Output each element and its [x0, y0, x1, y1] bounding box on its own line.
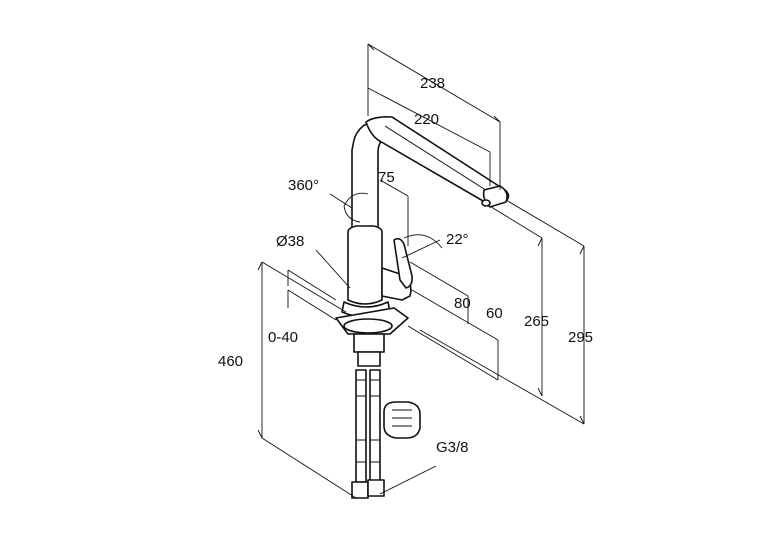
spray-nozzle	[481, 199, 491, 207]
mounting-washer	[343, 318, 393, 334]
label-460: 460	[218, 353, 243, 370]
label-265: 265	[524, 313, 549, 330]
dimension-lines	[257, 43, 585, 499]
spout-arm-inner-line	[384, 125, 493, 195]
label-diameter-38: Ø38	[276, 233, 304, 250]
check-valve-body	[383, 401, 421, 439]
hose-fitting-right	[367, 479, 385, 497]
label-75: 75	[378, 169, 395, 186]
label-80: 80	[454, 295, 471, 312]
faucet	[335, 116, 510, 499]
body-column	[347, 225, 383, 305]
label-22-degrees: 22°	[446, 231, 469, 248]
label-295: 295	[568, 329, 593, 346]
dimension-labels: 238 220 360° 75 22° Ø38 80 60 265 295 0-…	[218, 75, 593, 456]
hose-fitting-left	[351, 481, 369, 499]
label-60: 60	[486, 305, 503, 322]
check-valve-ribs	[392, 409, 412, 427]
label-g3-8: G3/8	[436, 439, 469, 456]
spout-arm	[365, 116, 510, 206]
lever-handle	[393, 237, 413, 289]
mounting-nut	[353, 333, 385, 353]
supply-hose-left	[355, 369, 367, 483]
threaded-shank	[357, 351, 381, 367]
label-360-degrees: 360°	[288, 177, 319, 194]
label-238: 238	[420, 75, 445, 92]
supply-hose-right	[369, 369, 381, 483]
label-220: 220	[414, 111, 439, 128]
label-0-40: 0-40	[268, 329, 298, 346]
hose-crimp-lines	[356, 379, 380, 463]
